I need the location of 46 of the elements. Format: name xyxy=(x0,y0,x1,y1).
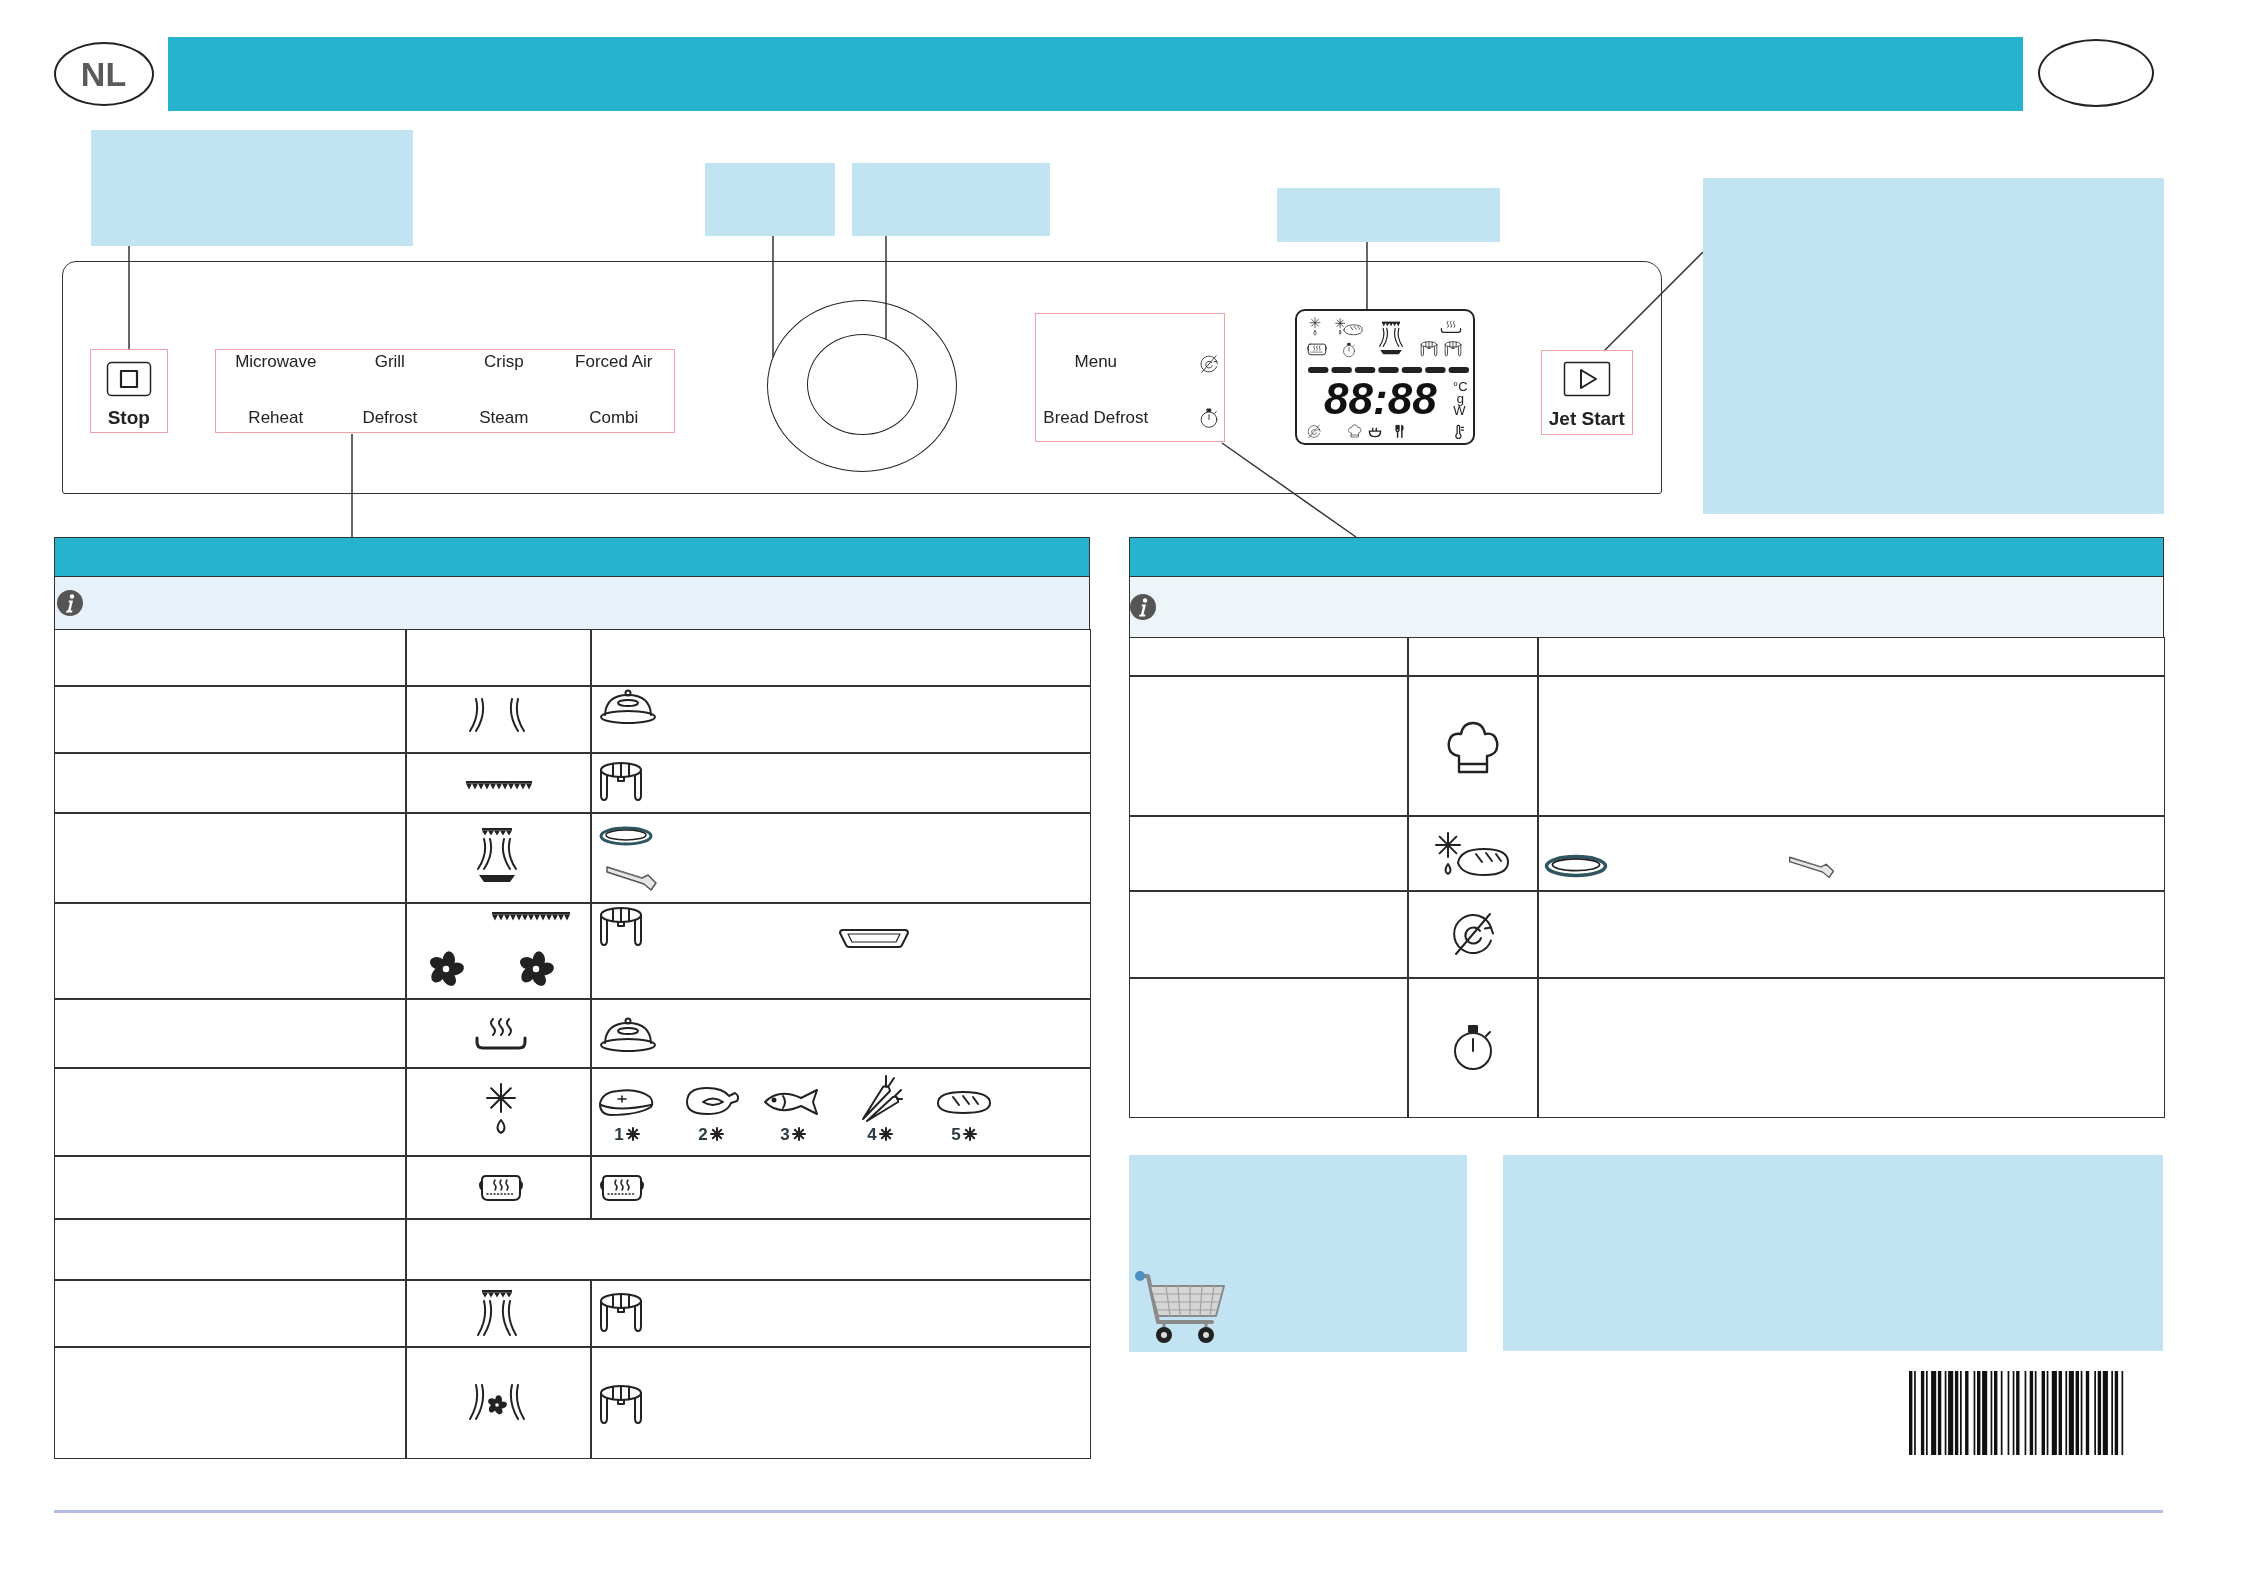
key-label: Jet Start xyxy=(1548,408,1625,428)
lcd-display xyxy=(1295,309,1476,446)
key-label: Combi xyxy=(589,408,639,426)
callout-box xyxy=(1277,188,1500,242)
leader-line xyxy=(772,235,774,358)
food-number: 3 xyxy=(780,1125,790,1143)
callout-box xyxy=(1129,1155,1467,1352)
dial-knob xyxy=(806,333,918,435)
key-label: Defrost xyxy=(362,408,418,426)
highlight-frame xyxy=(1035,313,1226,443)
leader-line xyxy=(128,245,130,351)
callout-box xyxy=(1703,178,2164,514)
key-label: Grill xyxy=(374,352,405,370)
key-label: Crisp xyxy=(483,352,524,370)
table-header-bar xyxy=(1129,537,2164,577)
food-number: 5 xyxy=(951,1125,961,1143)
title-banner xyxy=(168,37,2023,111)
highlight-frame xyxy=(215,349,676,434)
callout-box xyxy=(705,163,835,236)
callout-box xyxy=(852,163,1050,236)
leader-line xyxy=(885,235,887,340)
control-panel xyxy=(62,261,1662,494)
model-badge xyxy=(2038,39,2154,107)
leader-line xyxy=(1221,442,1357,538)
food-number: 1 xyxy=(614,1125,624,1143)
food-number: 4 xyxy=(867,1125,877,1143)
key-label: Menu xyxy=(1074,352,1118,370)
key-label: Bread Defrost xyxy=(1043,408,1149,426)
key-label: Reheat xyxy=(248,408,304,426)
table-header-bar xyxy=(54,537,1090,577)
leader-line xyxy=(1603,251,1704,352)
food-number: 2 xyxy=(698,1125,708,1143)
key-label: Microwave xyxy=(235,352,317,370)
country-code: NL xyxy=(80,56,127,91)
highlight-frame xyxy=(1541,350,1634,436)
digit-readout: 88:88 xyxy=(1324,377,1437,422)
key-label: Stop xyxy=(107,407,150,427)
country-badge xyxy=(54,42,154,106)
leader-line xyxy=(351,433,353,538)
callout-box xyxy=(91,130,413,246)
key-label: Forced Air xyxy=(575,352,653,370)
key-label: Steam xyxy=(479,408,529,426)
leader-line xyxy=(1366,241,1368,311)
callout-box xyxy=(1503,1155,2163,1351)
unit-label: °C xyxy=(1453,379,1468,393)
highlight-frame xyxy=(90,349,169,434)
